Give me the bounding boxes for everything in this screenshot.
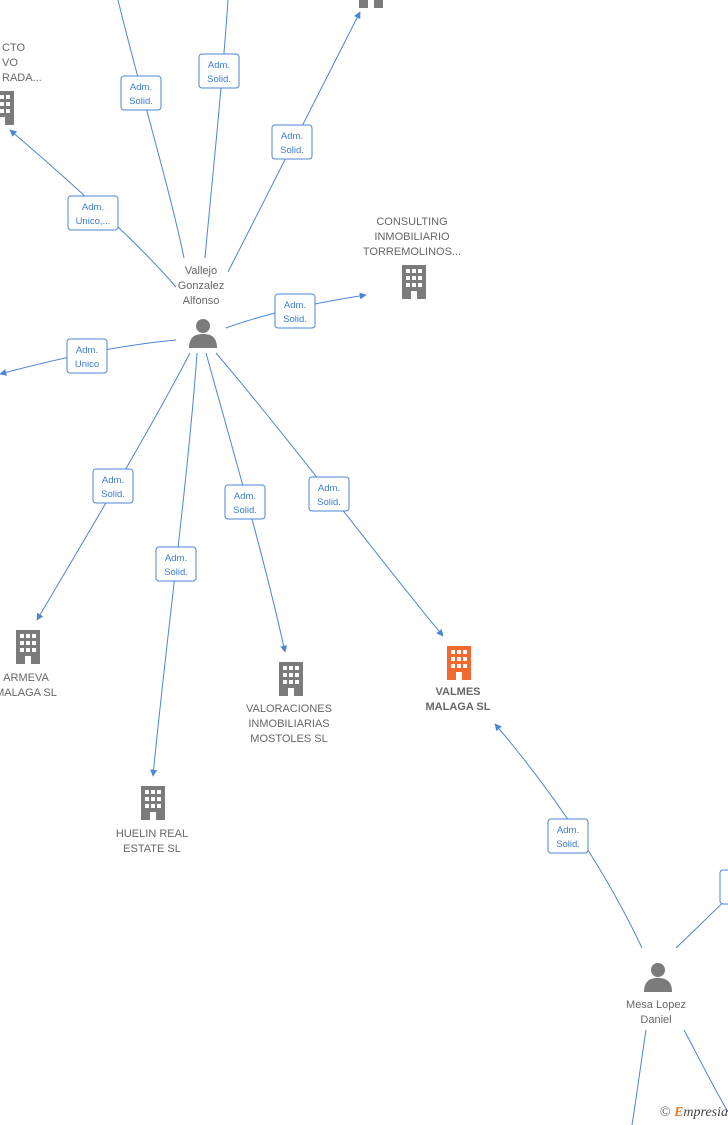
company-node-valoraciones[interactable]: VALORACIONES INMOBILIARIAS MOSTOLES SL xyxy=(246,662,332,745)
brand-logo-letter: E xyxy=(674,1105,684,1120)
edge-label-line: Solid. xyxy=(280,145,304,156)
company-node-top-partial[interactable] xyxy=(359,0,383,8)
person-label-line: Daniel xyxy=(640,1014,671,1026)
company-label-line: CONSULTING xyxy=(376,216,447,228)
company-node-left-partial[interactable]: CTO VO RADA... xyxy=(0,42,42,125)
edge-label-valmes[interactable]: Adm. Solid. xyxy=(308,476,350,512)
edge-label-line: Unico,... xyxy=(76,216,111,227)
edge-label-line: Adm. xyxy=(102,475,124,486)
edge-label-leftunico[interactable]: Adm. Unico xyxy=(66,338,108,374)
edge-line-top2 xyxy=(204,0,229,259)
building-icon xyxy=(447,646,471,680)
edge-label-line: Solid. xyxy=(207,74,231,85)
company-label-line: ESTATE SL xyxy=(123,843,181,855)
edge-label-left[interactable]: Adm. Unico,... xyxy=(67,195,119,231)
company-label-line: INMOBILIARIO xyxy=(374,231,450,243)
company-label-line: VALORACIONES xyxy=(246,703,332,715)
edge-label-top2[interactable]: Adm. Solid. xyxy=(198,53,240,89)
edge-label-mesa-valmes[interactable]: Adm. Solid. xyxy=(547,818,589,854)
company-node-armeva[interactable]: ARMEVA MALAGA SL xyxy=(0,630,57,699)
building-icon xyxy=(0,91,14,125)
edge-label-line: Solid. xyxy=(164,567,188,578)
edge-label-line: Solid. xyxy=(101,489,125,500)
edge-line-mesa-down2 xyxy=(683,1029,728,1113)
edge-label-line: Adm. xyxy=(82,202,104,213)
company-node-valmes[interactable]: VALMES MALAGA SL xyxy=(426,646,491,713)
person-label-line: Vallejo xyxy=(185,265,217,277)
building-icon xyxy=(402,265,426,299)
edge-line-mesa-right xyxy=(675,897,728,949)
person-label-line: Mesa Lopez xyxy=(626,999,686,1011)
edge-label-line: Adm. xyxy=(281,131,303,142)
edge-label-mesa-right-partial[interactable] xyxy=(719,869,728,905)
person-icon xyxy=(644,963,672,992)
company-label-line: RADA... xyxy=(2,72,42,84)
edge-label-huelin[interactable]: Adm. Solid. xyxy=(155,546,197,582)
person-label-line: Gonzalez xyxy=(178,280,224,292)
edge-label-top1[interactable]: Adm. Solid. xyxy=(120,75,162,111)
edge-label-line: Solid. xyxy=(317,497,341,508)
person-node-vallejo[interactable]: Vallejo Gonzalez Alfonso xyxy=(178,265,224,348)
edge-line-mesa-down1 xyxy=(631,1029,647,1125)
company-label-line: TORREMOLINOS... xyxy=(363,246,461,258)
edge-label-line: Adm. xyxy=(208,60,230,71)
company-label-line: MALAGA SL xyxy=(0,687,57,699)
copyright-icon: © xyxy=(659,1105,671,1120)
edge-label-line: Solid. xyxy=(556,839,580,850)
edge-label-line: Solid. xyxy=(129,96,153,107)
edge-label-line: Adm. xyxy=(234,491,256,502)
person-label-line: Alfonso xyxy=(183,295,220,307)
edge-label-line: Unico xyxy=(75,359,99,370)
building-icon xyxy=(141,786,165,820)
company-label-line: MOSTOLES SL xyxy=(250,733,327,745)
company-label-line: INMOBILIARIAS xyxy=(248,718,329,730)
person-node-mesa[interactable]: Mesa Lopez Daniel xyxy=(626,963,686,1026)
edge-label-top3[interactable]: Adm. Solid. xyxy=(271,124,313,160)
brand-logo-text: mpresia xyxy=(683,1105,728,1120)
building-icon xyxy=(359,0,383,8)
company-label-line: HUELIN REAL xyxy=(116,828,188,840)
edge-line-top1 xyxy=(117,0,185,259)
edge-label-line: Adm. xyxy=(165,553,187,564)
edge-label-consulting[interactable]: Adm. Solid. xyxy=(274,293,316,329)
company-node-huelin[interactable]: HUELIN REAL ESTATE SL xyxy=(116,786,188,855)
company-label-line: CTO xyxy=(2,42,25,54)
person-icon xyxy=(189,319,217,348)
building-icon xyxy=(16,630,40,664)
edge-label-line: Adm. xyxy=(130,82,152,93)
edge-label-line: Adm. xyxy=(284,300,306,311)
company-label-line: VALMES xyxy=(435,686,480,698)
company-node-consulting[interactable]: CONSULTING INMOBILIARIO TORREMOLINOS... xyxy=(363,216,461,299)
edge-label-valoraciones[interactable]: Adm. Solid. xyxy=(224,484,266,520)
watermark: © Empresia xyxy=(660,1105,728,1121)
edge-label-armeva[interactable]: Adm. Solid. xyxy=(92,468,134,504)
company-label-line: MALAGA SL xyxy=(426,701,491,713)
edge-label-line: Adm. xyxy=(76,345,98,356)
edge-label-line: Solid. xyxy=(233,505,257,516)
edge-label-line: Adm. xyxy=(557,825,579,836)
company-label-line: VO xyxy=(2,57,18,69)
edge-label-line: Solid. xyxy=(283,314,307,325)
edge-label-line: Adm. xyxy=(318,483,340,494)
building-icon xyxy=(279,662,303,696)
company-label-line: ARMEVA xyxy=(3,672,49,684)
